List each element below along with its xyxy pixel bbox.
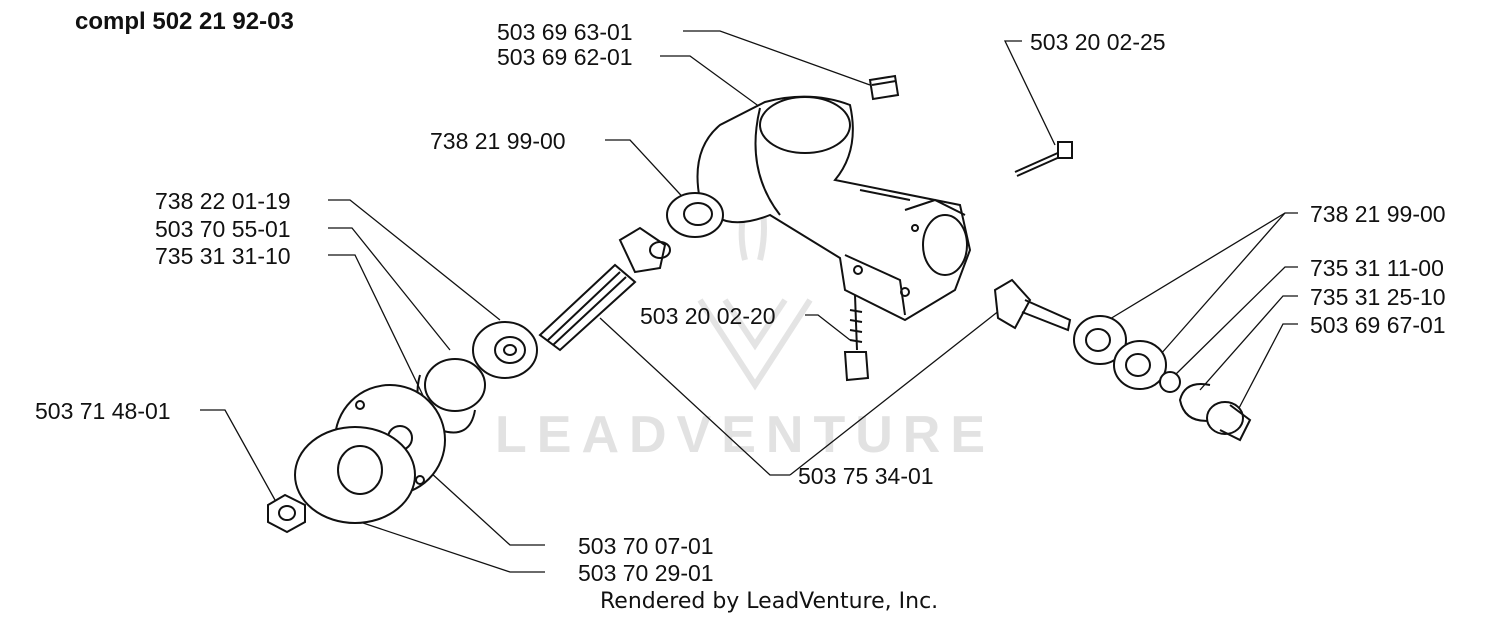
part-label-503200220: 503 20 02-20 xyxy=(640,303,776,329)
bearing-lower xyxy=(472,321,538,379)
part-label-738219900-left: 738 21 99-00 xyxy=(430,128,566,154)
part-label-503700701: 503 70 07-01 xyxy=(578,533,714,559)
part-label-503696701: 503 69 67-01 xyxy=(1310,312,1446,338)
part-label-735313110: 735 31 31-10 xyxy=(155,243,291,269)
bevel-gear xyxy=(993,278,1072,332)
part-label-503702901: 503 70 29-01 xyxy=(578,560,714,586)
bearing-upper xyxy=(666,192,724,238)
gear-housing xyxy=(696,95,972,322)
thrust-plate xyxy=(294,426,416,524)
pinion-gear xyxy=(618,226,671,274)
part-label-738220119: 738 22 01-19 xyxy=(155,188,291,214)
assembly-title: compl 502 21 92-03 xyxy=(75,8,294,35)
part-label-503714801: 503 71 48-01 xyxy=(35,398,171,424)
part-label-503753401: 503 75 34-01 xyxy=(798,463,934,489)
nut xyxy=(267,493,306,534)
bearing-right-2 xyxy=(1113,340,1167,390)
leader-lines xyxy=(200,30,1298,573)
top-plug xyxy=(868,74,900,101)
clamp-screw xyxy=(1014,141,1073,177)
bearing-right-1 xyxy=(1073,315,1127,365)
part-label-735312510: 735 31 25-10 xyxy=(1310,284,1446,310)
sleeve-503-69-67-01 xyxy=(1206,401,1252,442)
part-label-503696201: 503 69 62-01 xyxy=(497,44,633,70)
watermark-text: LEADVENTURE xyxy=(495,406,996,464)
output-shaft xyxy=(538,263,637,352)
part-label-503705501: 503 70 55-01 xyxy=(155,216,291,242)
circlip-735-31-25-10 xyxy=(1178,383,1216,422)
part-label-738219900-right: 738 21 99-00 xyxy=(1310,201,1446,227)
bottom-screw xyxy=(843,294,870,382)
footer-credit: Rendered by LeadVenture, Inc. xyxy=(600,589,939,614)
part-label-735311100: 735 31 11-00 xyxy=(1310,255,1444,281)
washer-735-31-11-00 xyxy=(1159,371,1181,393)
part-label-503200225: 503 20 02-25 xyxy=(1030,29,1166,55)
part-label-503696301: 503 69 63-01 xyxy=(497,19,633,45)
